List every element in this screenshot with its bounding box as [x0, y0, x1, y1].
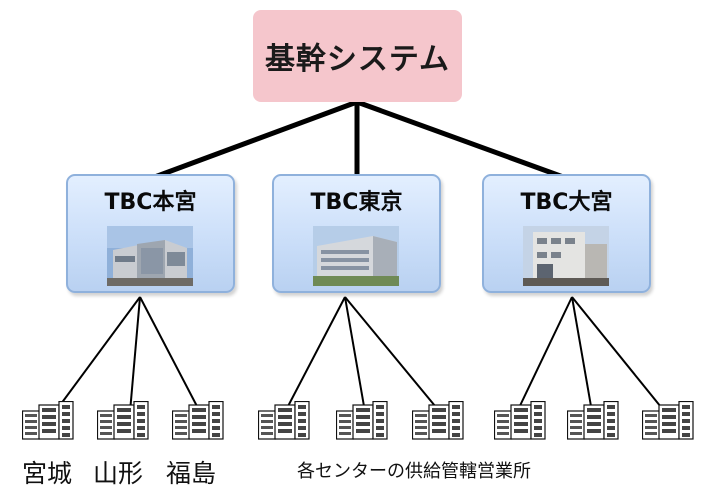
connector-motomiya-office-1 [54, 296, 141, 413]
core-system-box: 基幹システム [253, 10, 462, 102]
building-photo-omiya [523, 226, 609, 286]
connector-root-omiya [356, 99, 567, 181]
connector-omiya-office-1 [516, 296, 573, 413]
prefecture-label-fukushima: 福島 [166, 459, 217, 488]
connector-root-motomiya [151, 99, 358, 181]
building-photo-tokyo [313, 226, 399, 286]
connector-tokyo-office-1 [284, 296, 346, 413]
prefecture-label-miyagi: 宮城 [22, 459, 73, 488]
office-building-icon [257, 400, 310, 440]
office-building-icon [411, 400, 464, 440]
prefecture-label-yamagata: 山形 [93, 459, 144, 488]
center-label-tokyo: TBC東京 [310, 190, 403, 215]
connector-tokyo-office-3 [344, 296, 441, 413]
connector-omiya-office-3 [571, 296, 666, 413]
offices-caption: 各センターの供給管轄営業所 [297, 461, 531, 482]
core-system-label: 基幹システム [264, 42, 451, 77]
center-label-omiya: TBC大宮 [520, 190, 613, 215]
office-building-icon [171, 400, 224, 440]
center-label-motomiya: TBC本宮 [104, 190, 197, 215]
connector-omiya-office-2 [571, 296, 593, 413]
center-box-motomiya: TBC本宮 [66, 174, 235, 293]
office-building-icon [566, 400, 619, 440]
connector-motomiya-office-2 [129, 296, 141, 413]
building-photo-motomiya [107, 226, 193, 286]
office-building-icon [96, 400, 149, 440]
connector-motomiya-office-3 [139, 296, 201, 413]
connector-tokyo-office-2 [344, 296, 366, 413]
center-box-tokyo: TBC東京 [272, 174, 441, 293]
office-building-icon [493, 400, 546, 440]
office-building-icon [21, 400, 74, 440]
office-building-icon [641, 400, 694, 440]
center-box-omiya: TBC大宮 [482, 174, 651, 293]
office-building-icon [335, 400, 388, 440]
